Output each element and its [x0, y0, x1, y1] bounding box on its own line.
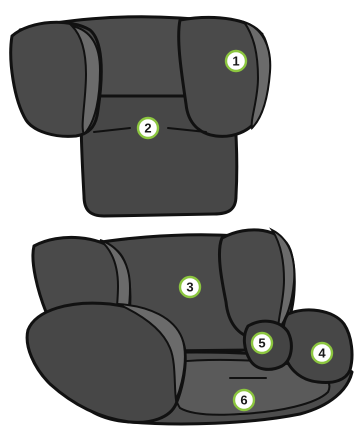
- seat-cover: [27, 230, 352, 424]
- svg-text:1: 1: [232, 54, 239, 69]
- headrest-cover: [11, 17, 270, 216]
- svg-text:4: 4: [318, 346, 326, 361]
- callout-2: 2: [138, 118, 158, 138]
- callout-5: 5: [252, 333, 272, 353]
- svg-text:6: 6: [240, 393, 247, 408]
- callout-3: 3: [180, 277, 200, 297]
- callout-6: 6: [234, 390, 254, 410]
- svg-text:5: 5: [258, 336, 265, 351]
- svg-text:3: 3: [186, 280, 193, 295]
- callout-1: 1: [226, 51, 246, 71]
- svg-text:2: 2: [144, 121, 151, 136]
- callout-4: 4: [312, 343, 332, 363]
